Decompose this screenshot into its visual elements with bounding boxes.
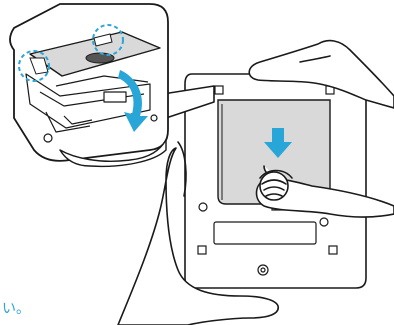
caption-fragment: い。 xyxy=(2,301,30,317)
right-hand-fingers xyxy=(248,39,394,109)
right-hand xyxy=(255,165,394,218)
left-hand xyxy=(117,141,279,325)
latch-highlight-icon xyxy=(18,24,124,82)
battery-cover-arrow-icon xyxy=(264,128,292,158)
device-corner-marks xyxy=(197,85,338,276)
inset-hand xyxy=(59,139,167,168)
rotate-arrow-icon xyxy=(118,70,148,132)
